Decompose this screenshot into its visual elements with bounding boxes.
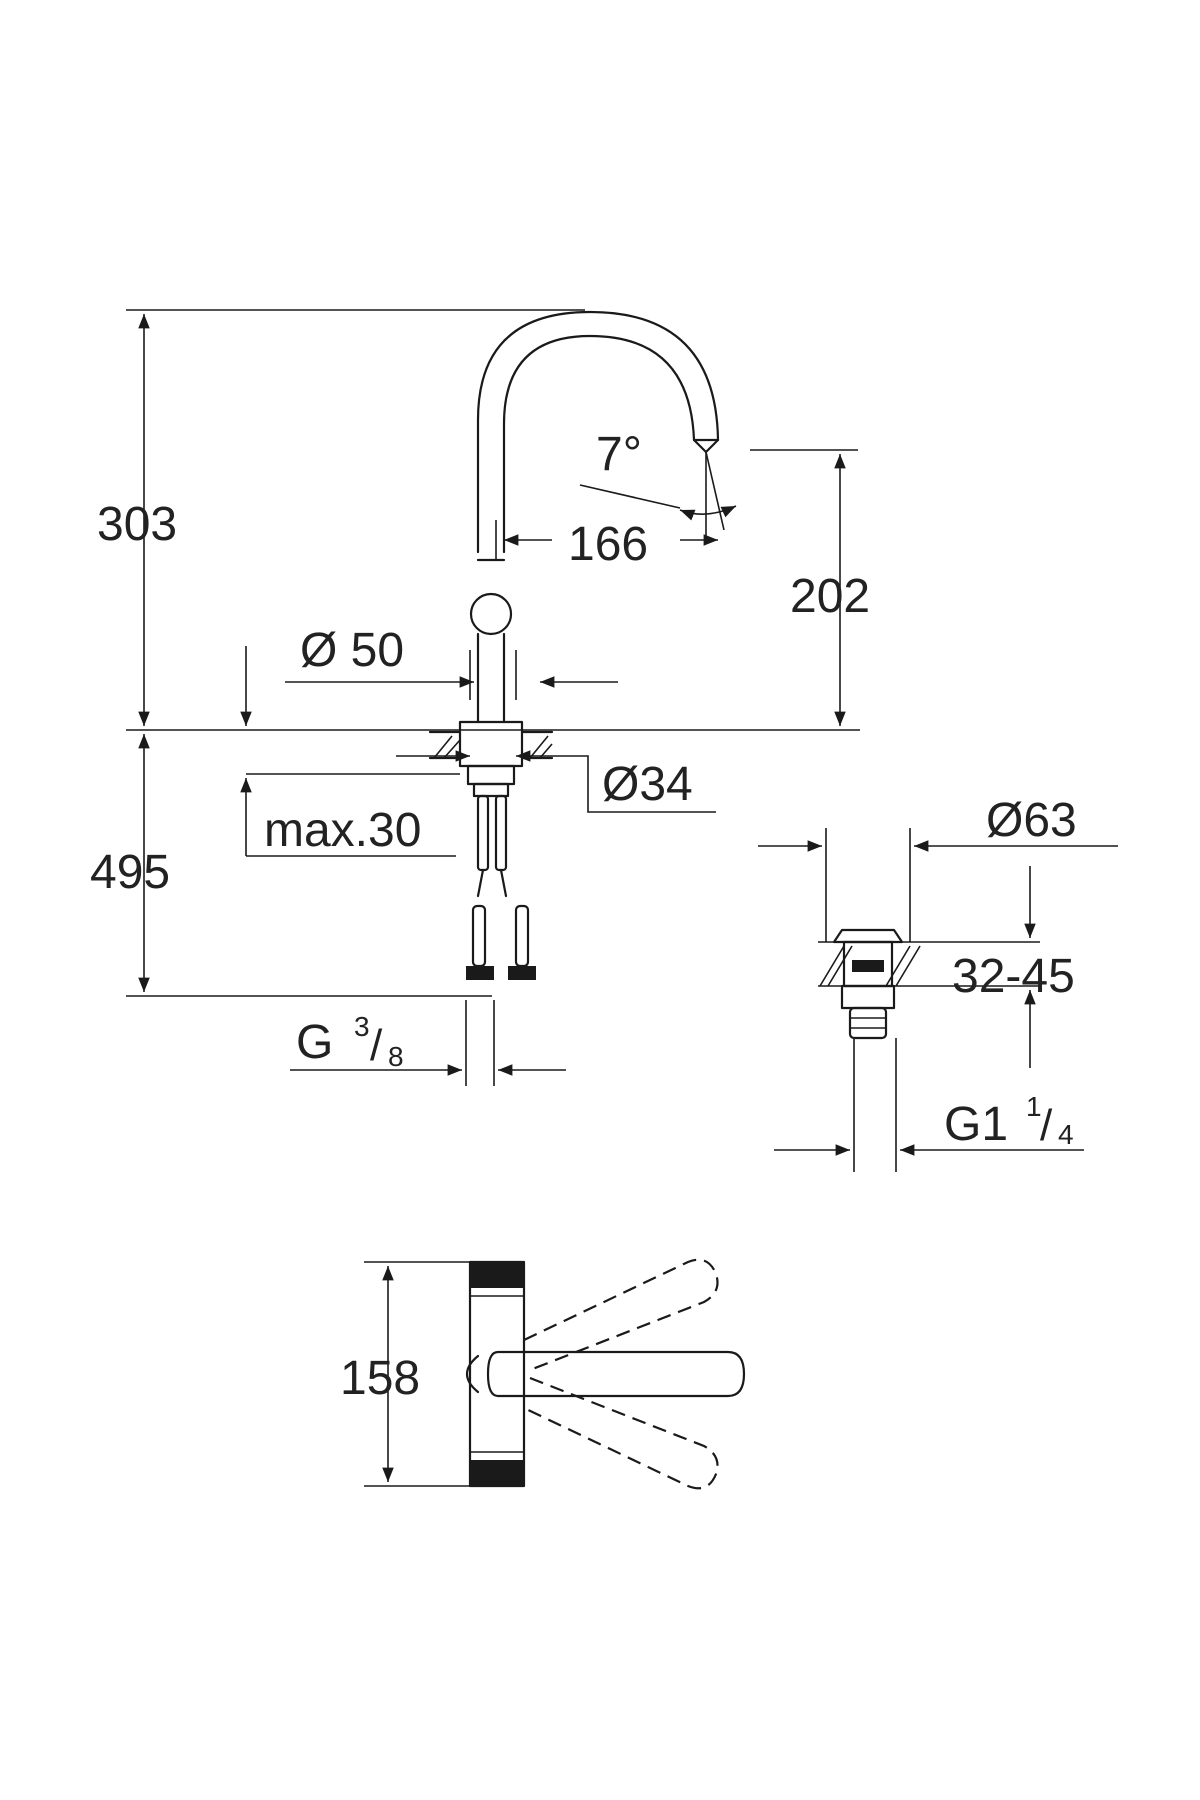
drain-side-view: [818, 928, 1040, 1040]
dim-max30-label: max.30: [264, 804, 421, 857]
dim-d63-label: Ø63: [986, 794, 1077, 847]
dim-495-label: 495: [90, 846, 170, 899]
dim-g114-num: 1: [1026, 1091, 1042, 1122]
dim-166-label: 166: [568, 518, 648, 571]
dim-g38-den: 8: [388, 1041, 404, 1072]
dim-g114-den: 4: [1058, 1119, 1074, 1150]
dim-g114-slash: /: [1040, 1101, 1053, 1150]
dim-202-label: 202: [790, 570, 870, 623]
dim-g114-main: G1: [944, 1098, 1008, 1151]
faucet-dimensions: 303 495 7° 166 202 Ø 50 Ø34: [90, 309, 870, 1086]
dim-7deg-label: 7°: [596, 428, 642, 481]
dim-g38-slash: /: [370, 1021, 383, 1070]
faucet-top-view: 158: [340, 1258, 746, 1490]
dim-303-label: 303: [97, 498, 177, 551]
dim-158-label: 158: [340, 1352, 420, 1405]
dim-d34-label: Ø34: [602, 758, 693, 811]
dim-32-45-label: 32-45: [952, 950, 1075, 1003]
dim-g38-main: G: [296, 1016, 333, 1069]
dim-g38-num: 3: [354, 1011, 370, 1042]
dim-d50-label: Ø 50: [300, 624, 404, 677]
drain-dimensions: Ø63 32-45 G1 1 / 4: [758, 794, 1118, 1172]
faucet-side-view: [428, 310, 720, 980]
